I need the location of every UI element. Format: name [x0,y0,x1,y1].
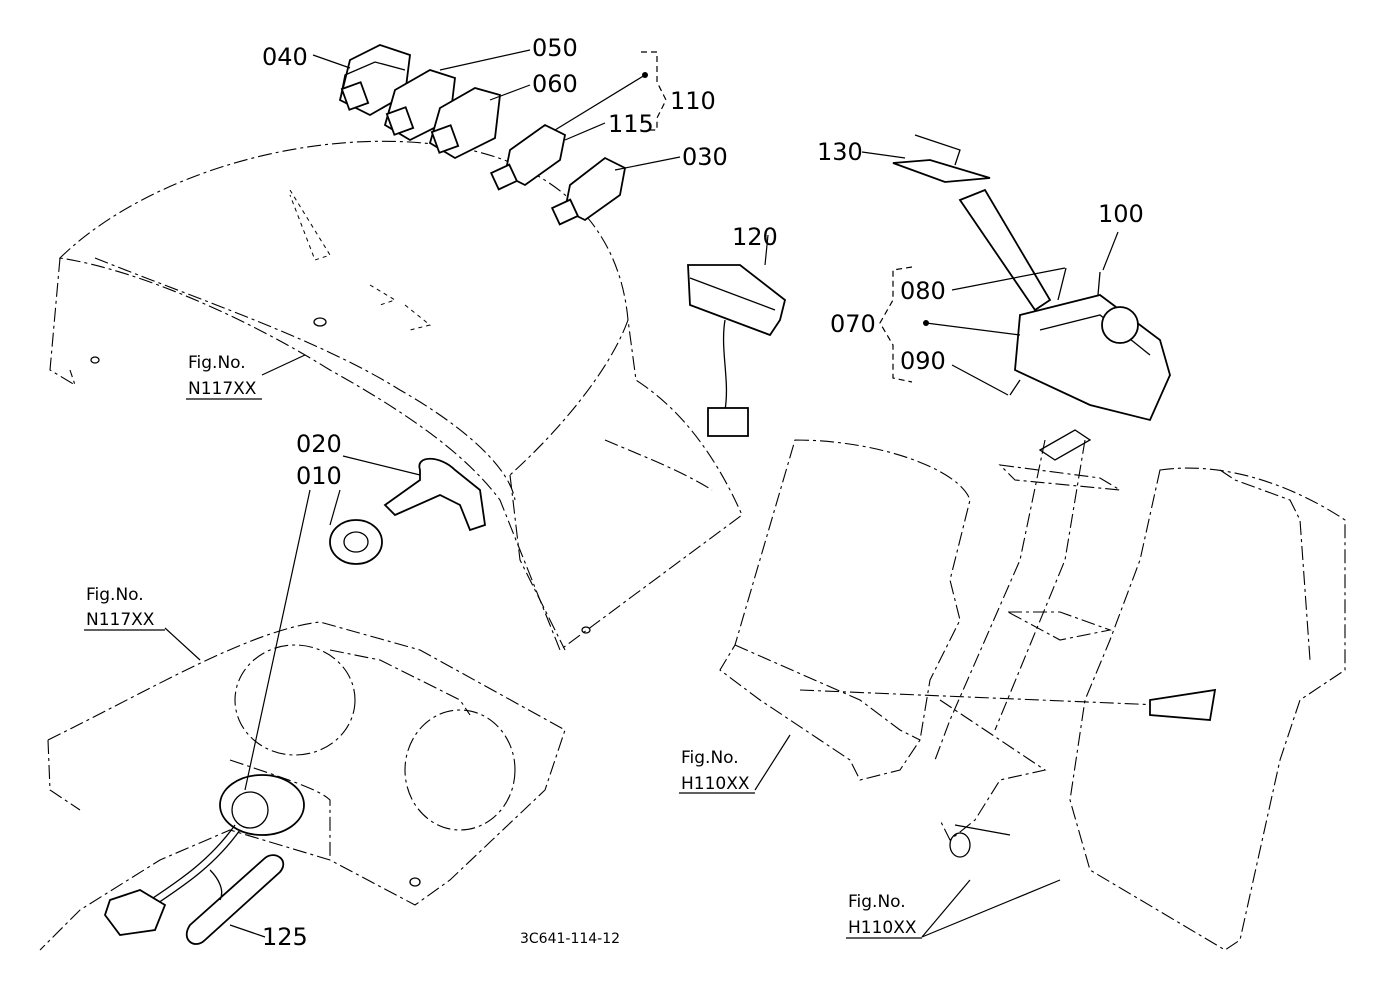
bracket-110 [641,51,667,131]
figure-ref-4[interactable]: Fig.No. H110XX [846,892,922,939]
figure-ref-2[interactable]: Fig.No. N117XX [84,585,165,631]
label-020: 020 [296,430,342,458]
label-110: 110 [670,87,716,115]
lower-left-panel [39,621,566,951]
figure-ref-3[interactable]: Fig.No. H110XX [679,748,755,794]
label-050: 050 [532,34,578,62]
figure-ref-title: Fig.No. [848,892,906,912]
label-010: 010 [296,462,342,490]
label-070: 070 [830,310,876,338]
figure-ref-title: Fig.No. [188,353,246,373]
label-030: 030 [682,143,728,171]
upper-panel-cover [49,140,743,651]
bracket-070 [879,266,929,383]
label-130: 130 [817,138,863,166]
key-switch-harness [103,774,305,945]
steering-column [799,439,1217,761]
label-080: 080 [900,277,946,305]
switch-030 [550,156,627,226]
combination-switch-070 [892,134,1171,461]
label-040: 040 [262,43,308,71]
leader-lines [164,49,1119,938]
diagram-code: 3C641-114-12 [520,931,620,947]
label-060: 060 [532,70,578,98]
right-cover-panels [719,439,1346,951]
figure-ref-title: Fig.No. [86,585,144,605]
label-115: 115 [608,110,654,138]
label-090: 090 [900,347,946,375]
key-and-ring [329,457,486,565]
figure-ref-number: N117XX [188,379,257,399]
figure-ref-number: H110XX [681,774,750,794]
figure-ref-number: N117XX [86,610,155,630]
switch-115 [489,123,567,191]
figure-ref-1[interactable]: Fig.No. N117XX [186,353,262,400]
label-100: 100 [1098,200,1144,228]
switch-060 [428,87,501,160]
label-125: 125 [262,923,308,951]
figure-ref-number: H110XX [848,918,917,938]
display-unit-120 [687,264,787,437]
figure-ref-title: Fig.No. [681,748,739,768]
label-120: 120 [732,223,778,251]
